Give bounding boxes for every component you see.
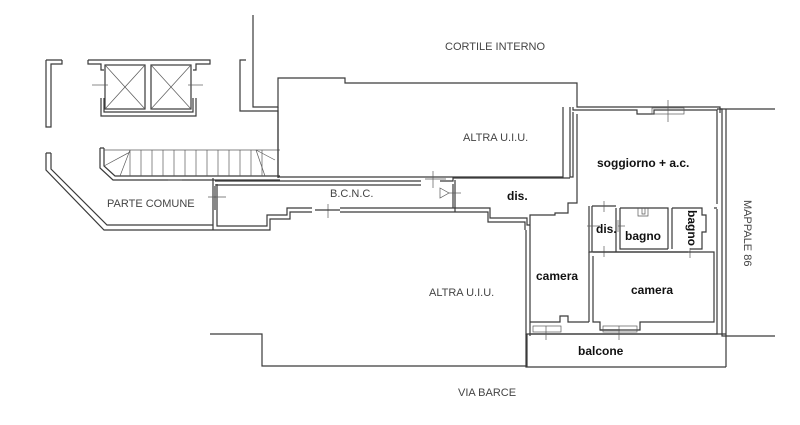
label-bcnc: B.C.N.C. [330,188,373,200]
room-bagno-2: bagno [685,210,699,246]
room-bagno-1: bagno [625,229,661,243]
elevator-block [87,59,211,117]
window-soggiorno [651,100,685,122]
altra-uiu-bottom-block [210,333,528,367]
left-common-walls [45,59,213,231]
bedroom-walls [530,251,715,340]
room-dis-main: dis. [507,189,528,203]
label-mappale-86: MAPPALE 86 [741,200,753,266]
elevator-1 [104,64,146,110]
label-parte-comune: PARTE COMUNE [107,198,195,210]
label-altra-uiu-bottom: ALTRA U.I.U. [429,287,494,299]
label-cortile-interno: CORTILE INTERNO [445,41,545,53]
altra-uiu-top-block [277,107,574,178]
room-camera-1: camera [536,269,578,283]
room-balcone: balcone [578,344,624,358]
room-camera-2: camera [631,283,673,297]
label-altra-uiu-top: ALTRA U.I.U. [463,132,528,144]
stair-treads [103,149,276,177]
room-soggiorno: soggiorno + a.c. [597,156,689,170]
apartment-walls [525,107,727,368]
doors [208,171,461,218]
courtyard-boundary [239,15,775,178]
bcnc-corridor [212,177,570,231]
mappale-boundary [725,109,775,337]
staircase [99,147,280,181]
label-via-barce: VIA BARCE [458,387,516,399]
room-dis-small: dis. [596,222,617,236]
window-camera-1 [532,325,562,333]
elevator-2 [150,64,192,110]
window-camera-2 [602,325,638,333]
